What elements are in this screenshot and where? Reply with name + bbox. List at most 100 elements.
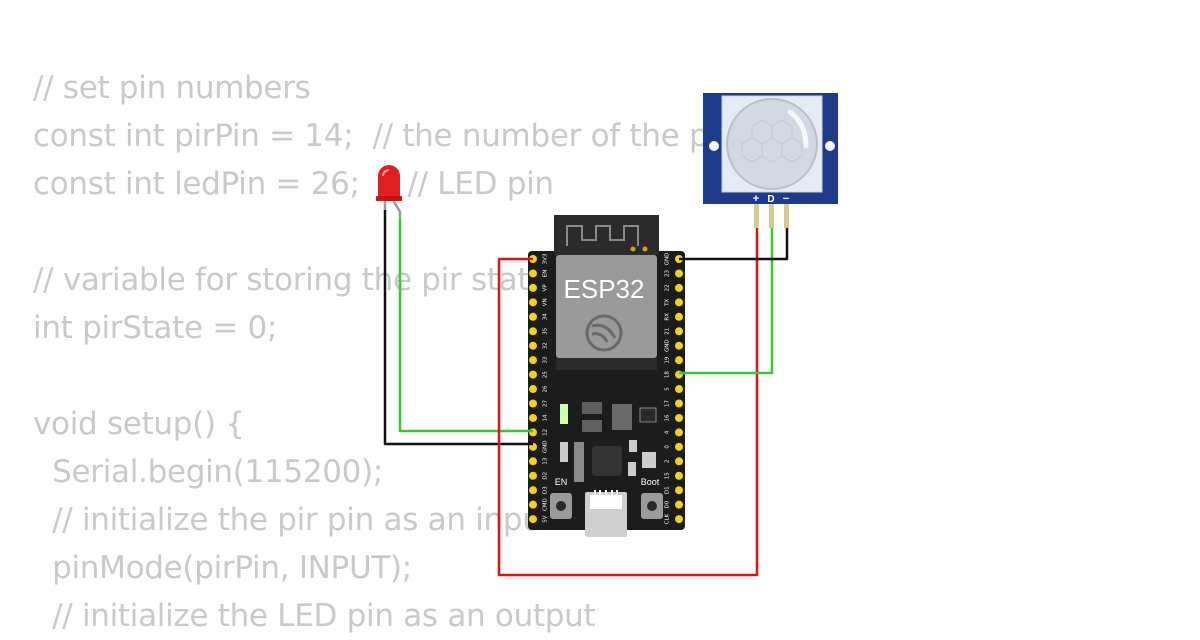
left-pin-pad[interactable] <box>529 471 537 480</box>
left-pin-label: 14 <box>543 414 549 421</box>
wire-pir-data-pin[interactable] <box>679 228 774 375</box>
wires <box>383 210 789 577</box>
left-pin-pad[interactable] <box>529 457 537 466</box>
left-pin-pad[interactable] <box>529 486 537 495</box>
left-pin-label: 13 <box>543 457 549 464</box>
pir-pin-label-data: D <box>767 194 774 205</box>
wire-pir-vcc-3v3[interactable] <box>497 228 759 577</box>
right-pin-label: 21 <box>665 328 671 335</box>
right-pin-pad[interactable] <box>675 500 683 509</box>
left-pin-label: 33 <box>543 356 549 363</box>
right-pin-pad[interactable] <box>675 298 683 307</box>
left-pin-pad[interactable] <box>529 370 537 379</box>
wire-pir-gnd[interactable] <box>679 228 789 261</box>
right-pin-label: 4 <box>665 430 671 434</box>
left-pin-label: CMD <box>543 498 549 511</box>
left-pin-label: 34 <box>543 313 549 320</box>
right-pin-label: D0 <box>665 500 671 508</box>
left-pin-label: 32 <box>543 342 549 349</box>
left-pin-label: EN <box>543 270 549 278</box>
antenna-area <box>554 215 659 255</box>
left-pin-pad[interactable] <box>529 515 537 524</box>
pir-pin-vcc[interactable] <box>754 204 759 228</box>
red-led[interactable] <box>376 165 402 218</box>
espressif-logo-icon <box>585 314 623 352</box>
left-pin-label: 5V <box>543 515 549 522</box>
right-pin-pad[interactable] <box>675 399 683 408</box>
right-pin-pad[interactable] <box>675 341 683 350</box>
left-pin-pad[interactable] <box>529 341 537 350</box>
wire-led-anode-pin26[interactable] <box>398 218 533 433</box>
code-line: const int ledPin = 26; // LED pin <box>33 166 554 202</box>
right-pin-label: 5 <box>665 387 671 391</box>
left-pin-pad[interactable] <box>529 327 537 336</box>
right-pin-pad[interactable] <box>675 283 683 292</box>
pir-sensor[interactable]: + D − <box>703 93 838 228</box>
pir-pin-data[interactable] <box>769 204 774 228</box>
code-line: // set pin numbers <box>33 70 311 106</box>
right-pin-pad[interactable] <box>675 413 683 422</box>
left-pin-label: 35 <box>543 327 549 334</box>
right-pin-pad[interactable] <box>675 269 683 278</box>
left-pin-pad[interactable] <box>529 298 537 307</box>
right-pin-pad[interactable] <box>675 356 683 365</box>
pir-pin-gnd[interactable] <box>784 204 789 228</box>
left-pin-pad[interactable] <box>529 399 537 408</box>
left-pin-label: VP <box>543 284 549 292</box>
code-line: int pirState = 0; <box>33 310 278 346</box>
left-pin-pad[interactable] <box>529 283 537 292</box>
right-pin-label: 18 <box>665 371 671 378</box>
module-shield <box>556 255 657 358</box>
right-pin-label: CLK <box>665 513 671 524</box>
right-pin-pad[interactable] <box>675 457 683 466</box>
right-pin-label: 17 <box>665 400 671 407</box>
code-line: void setup() { <box>33 406 245 442</box>
right-pin-label: TX <box>665 299 671 307</box>
left-pin-label: D3 <box>543 486 549 494</box>
antenna-trace <box>566 225 639 246</box>
right-pin-pad[interactable] <box>675 471 683 480</box>
left-pin-pad[interactable] <box>529 385 537 394</box>
left-pin-pad[interactable] <box>529 500 537 509</box>
en-label: EN <box>555 477 568 487</box>
right-pin-label: 0 <box>665 445 671 449</box>
right-pin-label: 19 <box>665 356 671 363</box>
esp32-board[interactable]: ESP32 EN Boot 3V3ENVPVN34353233252627141… <box>528 215 685 537</box>
right-pin-pad[interactable] <box>675 442 683 451</box>
left-pin-label: D2 <box>543 472 549 480</box>
right-pin-label: RX <box>665 313 671 321</box>
right-pin-pad[interactable] <box>675 515 683 524</box>
right-pin-label: 15 <box>665 472 671 479</box>
left-pin-label: 12 <box>543 429 549 436</box>
left-pin-label: GND <box>543 441 549 454</box>
wire-led-cathode-gnd[interactable] <box>383 210 533 446</box>
left-pin-label: 3V3 <box>543 253 549 264</box>
usb-uart-chip <box>592 446 622 476</box>
left-pin-pad[interactable] <box>529 413 537 422</box>
right-pin-label: 23 <box>665 269 671 276</box>
pir-lens-icon <box>726 98 818 190</box>
code-line: // initialize the LED pin as an output <box>33 598 596 634</box>
right-pin-label: 16 <box>665 414 671 421</box>
left-pin-label: VN <box>543 298 549 306</box>
right-pin-pad[interactable] <box>675 385 683 394</box>
right-pin-pad[interactable] <box>675 486 683 495</box>
right-pin-pad[interactable] <box>675 327 683 336</box>
code-line: pinMode(pirPin, INPUT); <box>33 550 412 586</box>
right-pin-label: D1 <box>665 486 671 494</box>
left-pin-label: 27 <box>543 400 549 407</box>
right-pin-pad[interactable] <box>675 428 683 437</box>
left-pin-pad[interactable] <box>529 356 537 365</box>
right-pin-label: GND <box>665 253 671 266</box>
pir-pin-label-vcc: + <box>753 193 759 205</box>
led-anode-leg <box>391 199 402 218</box>
left-pin-pad[interactable] <box>529 312 537 321</box>
left-pin-pad[interactable] <box>529 269 537 278</box>
left-pin-header: 3V3ENVPVN343532332526271412GND13D2D3CMD5… <box>529 253 549 524</box>
code-line: Serial.begin(115200); <box>33 454 384 490</box>
left-pin-pad[interactable] <box>529 428 537 437</box>
right-pin-pad[interactable] <box>675 312 683 321</box>
boot-label: Boot <box>641 477 660 487</box>
